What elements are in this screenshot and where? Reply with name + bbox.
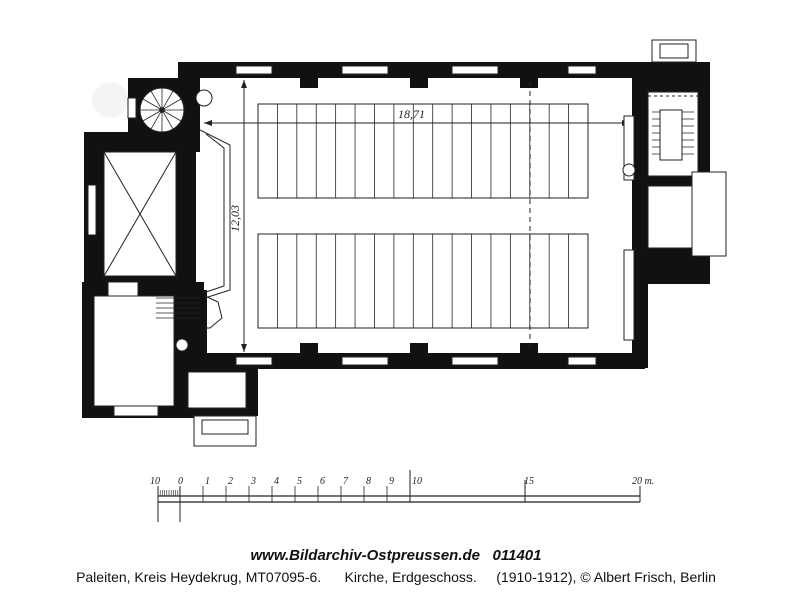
pews-lower-block [257, 233, 589, 329]
spiral-step [142, 111, 160, 122]
spiral-step [163, 90, 174, 108]
width-dimension-label: 18,71 [398, 107, 425, 121]
paper-smudge [92, 82, 128, 118]
caption-date-credit: (1910-1912), © Albert Frisch, Berlin [496, 569, 716, 585]
scale-label: 8 [366, 476, 371, 487]
scale-label: 6 [320, 476, 325, 487]
left-annex [82, 78, 258, 447]
caption-subject: Kirche, Erdgeschoss. [344, 569, 477, 585]
scale-label: 15 [524, 476, 534, 487]
watermark-site: www.Bildarchiv-Ostpreussen.de [250, 547, 481, 564]
scale-label: 3 [250, 476, 256, 487]
watermark-line: www.Bildarchiv-Ostpreussen.de 011401 [0, 547, 792, 564]
spiral-step [150, 112, 161, 130]
scale-bar [157, 470, 641, 522]
scale-label: 4 [274, 476, 279, 487]
caption-place: Paleiten, Kreis Heydekrug, MT07095-6. [76, 569, 322, 585]
pews-upper-block [257, 103, 589, 199]
depth-dimension-label: 12,03 [228, 205, 242, 232]
scale-label: 2 [228, 476, 233, 487]
scale-label: 10 [412, 476, 422, 487]
church-floor-plan: 18,71 12,03 [82, 39, 727, 522]
spiral-step [163, 112, 174, 130]
pew-block-outline [257, 233, 589, 329]
scale-label: 1 [205, 476, 210, 487]
stair-landing [659, 109, 683, 161]
spiral-step [142, 98, 160, 109]
spiral-step [164, 98, 182, 109]
scale-label: 9 [389, 476, 394, 487]
scale-label-zero: 0 [178, 476, 183, 487]
spiral-step [164, 111, 182, 122]
scale-label: 5 [297, 476, 302, 487]
caption-line: Paleiten, Kreis Heydekrug, MT07095-6. Ki… [0, 569, 792, 585]
depth-dimension [241, 80, 247, 352]
pew-block-outline [257, 103, 589, 199]
scale-label: 20 m. [632, 476, 654, 487]
scale-label: 7 [343, 476, 349, 487]
altar-platform [199, 129, 231, 329]
scale-labels: 1 2 3 4 5 6 7 8 9 10 15 20 m. [205, 476, 654, 487]
watermark-id: 011401 [492, 547, 542, 564]
top-windows [235, 62, 597, 88]
bottom-windows [235, 343, 597, 369]
spiral-step [150, 90, 161, 108]
scale-label-start: 10 [150, 476, 160, 487]
right-annex [622, 39, 727, 341]
